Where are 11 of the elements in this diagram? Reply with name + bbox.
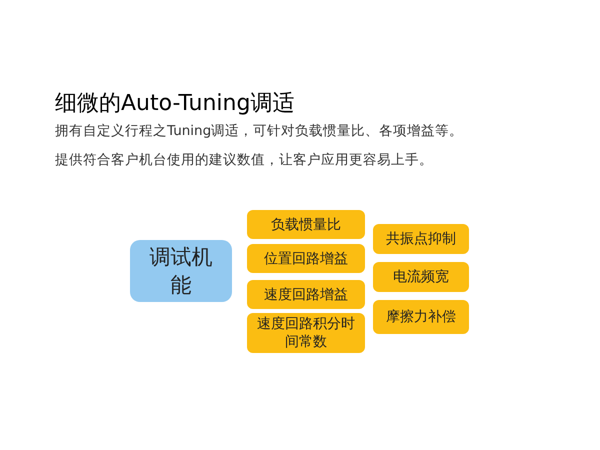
heading: 细微的Auto-Tuning调适	[55, 90, 294, 118]
item-box: 速度回路积分时间常数	[247, 313, 365, 353]
description-text: 提供符合客户机台使用的建议数值，让客户应用更容易上手。	[55, 151, 433, 169]
item-box: 负载惯量比	[247, 210, 365, 239]
item-box: 位置回路增益	[247, 244, 365, 273]
item-box: 电流频宽	[373, 262, 469, 292]
tuning-box: 调试机能	[130, 240, 232, 302]
description-text: 拥有自定义行程之Tuning调适，可针对负载惯量比、各项增益等。	[55, 122, 464, 140]
item-box: 速度回路增益	[247, 280, 365, 309]
item-box: 共振点抑制	[373, 224, 469, 254]
item-box: 摩擦力补偿	[373, 300, 469, 334]
